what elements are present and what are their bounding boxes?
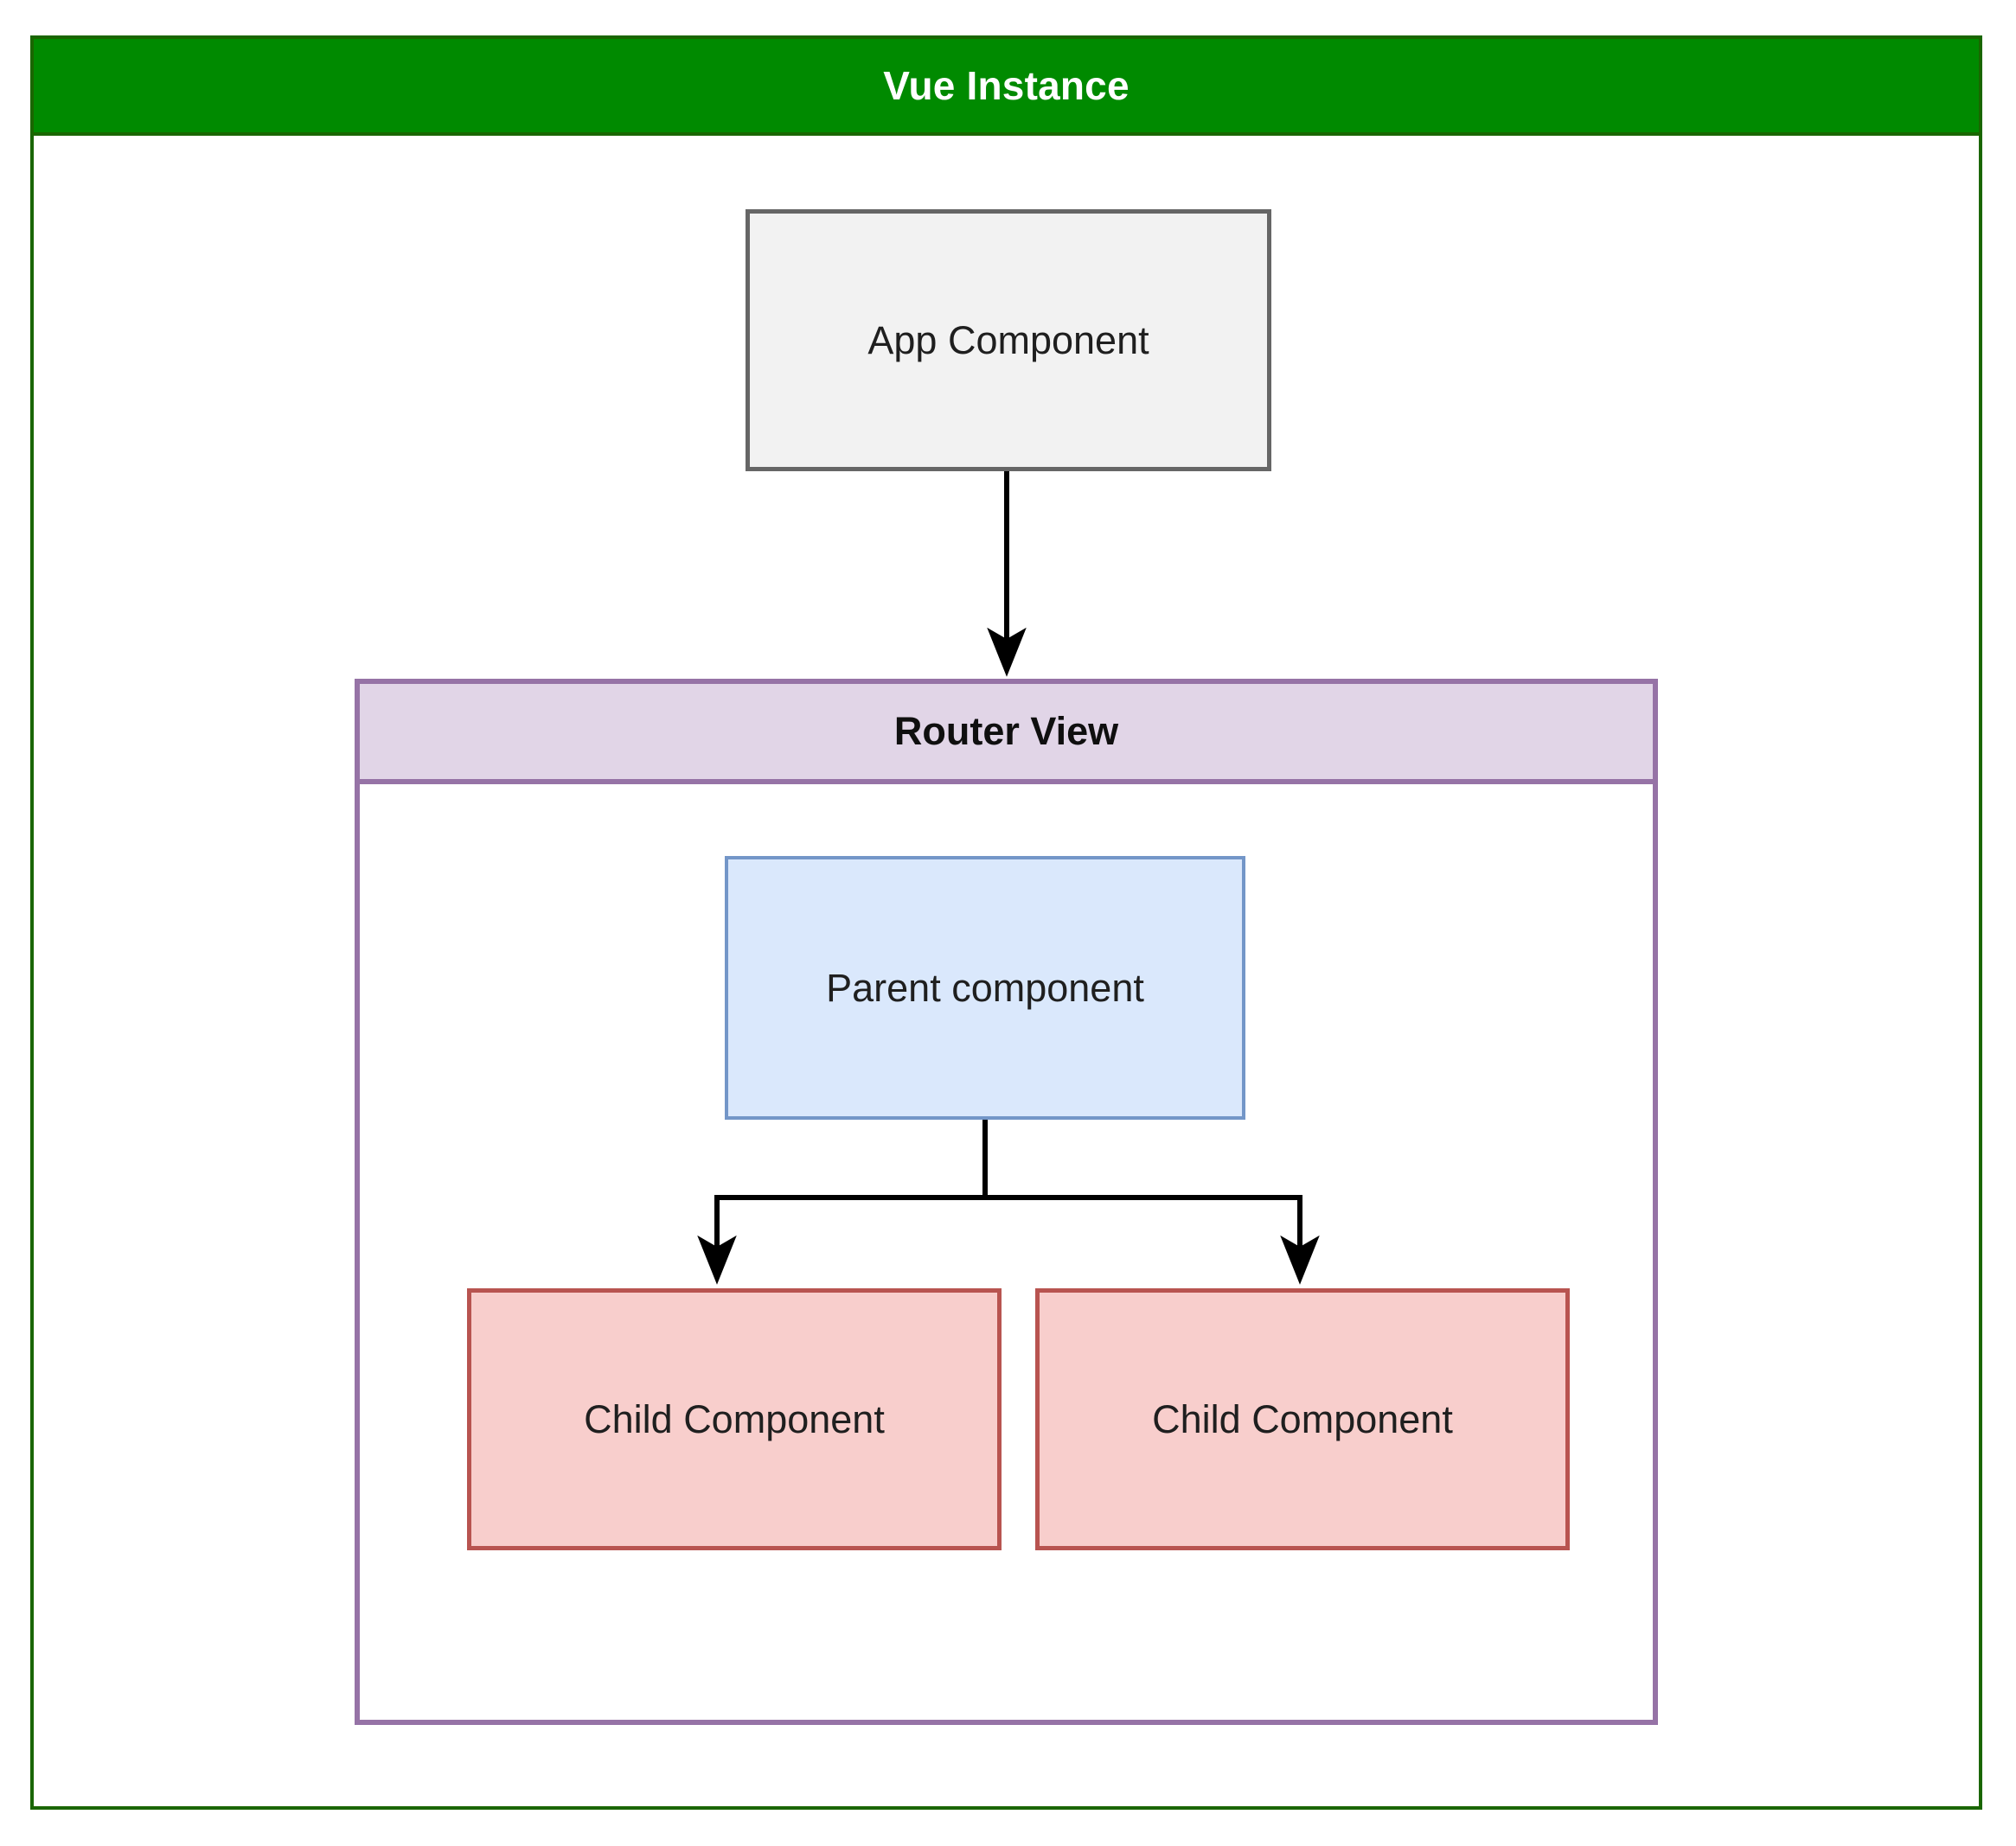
- parent-component-label: Parent component: [826, 965, 1144, 1010]
- app-component-node: App Component: [746, 209, 1271, 471]
- child-component-right-label: Child Component: [1152, 1396, 1453, 1441]
- app-component-label: App Component: [867, 317, 1149, 362]
- child-component-right-node: Child Component: [1035, 1288, 1570, 1550]
- child-component-left-node: Child Component: [467, 1288, 1002, 1550]
- parent-component-node: Parent component: [725, 856, 1245, 1120]
- vue-instance-title: Vue Instance: [34, 39, 1979, 136]
- child-component-left-label: Child Component: [584, 1396, 885, 1441]
- router-view-title: Router View: [360, 684, 1653, 784]
- router-view-container: Router View: [355, 679, 1658, 1725]
